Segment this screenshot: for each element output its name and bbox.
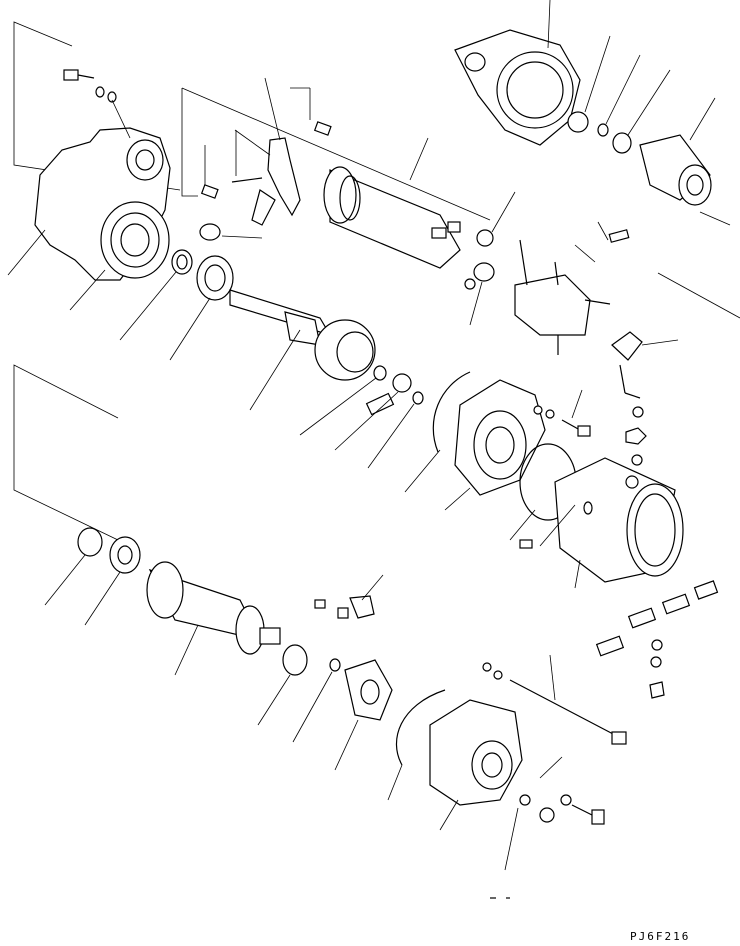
plug-cap — [199, 223, 263, 241]
rear-cover — [429, 699, 523, 831]
bearing-lower-mid — [257, 644, 308, 726]
group-bracket-middle-left — [13, 364, 119, 541]
pinion-shaft — [229, 289, 376, 411]
housing-bolt — [63, 69, 131, 139]
lever-plate-a — [200, 184, 219, 199]
lead-wire — [611, 331, 679, 399]
lever-plate-b — [313, 121, 332, 136]
group-bracket-right — [657, 211, 740, 319]
lever-pin — [204, 130, 263, 185]
drive-housing — [454, 0, 581, 146]
nut-washer-right — [625, 406, 647, 445]
through-bolt — [482, 654, 627, 745]
relay-assembly — [514, 239, 611, 355]
bearing-top — [169, 255, 234, 361]
brush-springs — [314, 574, 384, 619]
shift-lever — [234, 77, 311, 226]
terminal-boot — [464, 262, 495, 326]
group-bracket-lever — [181, 87, 491, 221]
bracket-bolt — [533, 389, 591, 437]
magnetic-switch — [323, 137, 461, 269]
nut-small — [631, 454, 643, 466]
relay-screw — [597, 221, 630, 243]
terminal-cap — [476, 191, 516, 247]
o-ring-center — [404, 371, 471, 493]
bushing-seal — [119, 249, 193, 341]
sleeve-bearing — [567, 35, 611, 133]
drawing-code: PJ6F216 — [630, 930, 691, 943]
cover-bolt — [504, 756, 605, 871]
yoke-assembly — [554, 457, 684, 589]
armature — [146, 561, 281, 676]
washer-stack-right — [649, 639, 665, 699]
brush-holder — [292, 658, 393, 771]
pinion-clutch — [639, 97, 716, 206]
o-ring-rear — [387, 689, 446, 801]
washer-set — [299, 365, 424, 469]
bearing-lower-left — [84, 536, 141, 626]
snap-ring-lower — [44, 527, 103, 606]
center-bracket — [444, 379, 546, 511]
yoke-screw — [519, 504, 576, 549]
snap-ring-top — [597, 54, 641, 137]
decal-plates — [595, 580, 719, 657]
gear-housing — [7, 127, 171, 311]
stop-ring — [612, 69, 671, 154]
